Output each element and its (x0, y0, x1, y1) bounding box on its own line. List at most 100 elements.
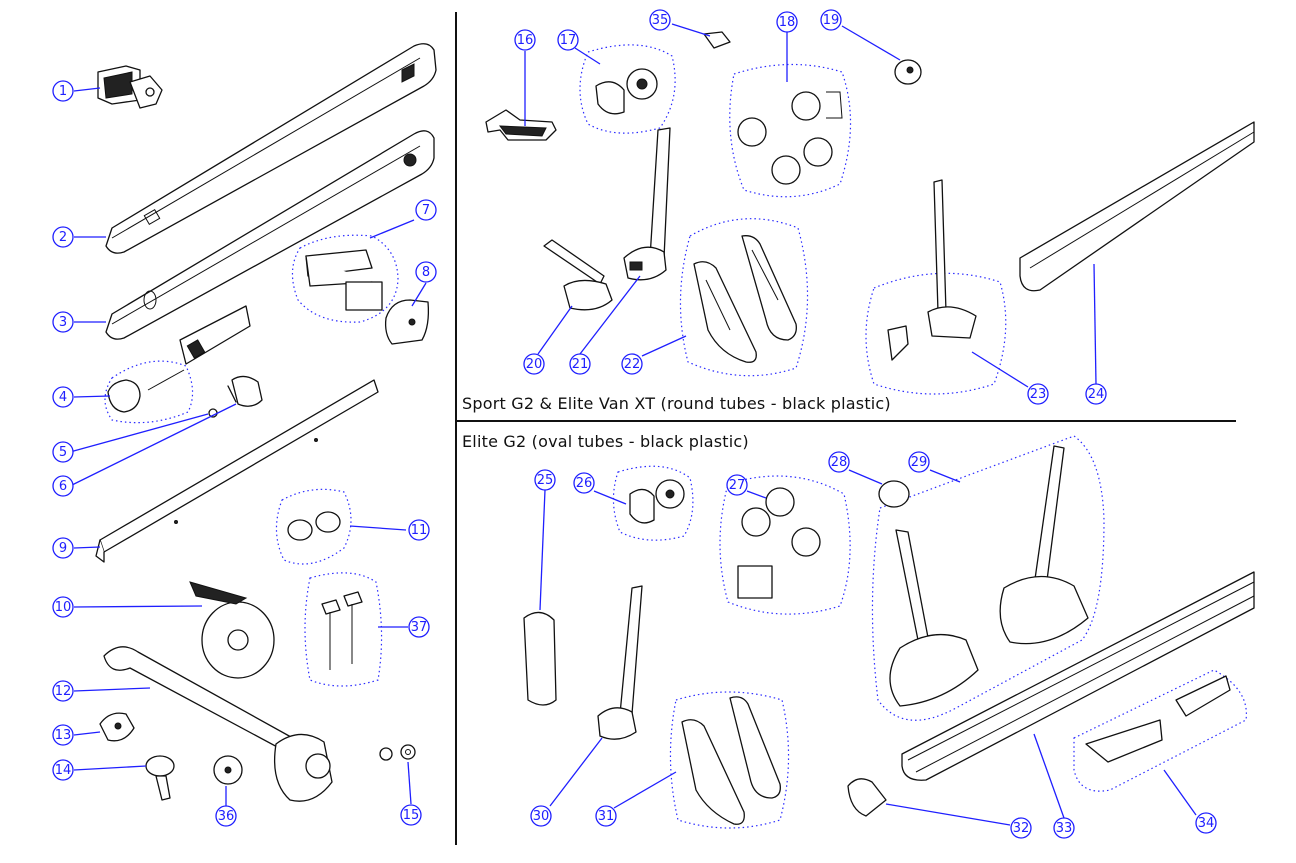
callout-7: 7 (415, 199, 437, 221)
callout-13: 13 (52, 724, 74, 746)
callout-32: 32 (1010, 817, 1032, 839)
part-19-collar (894, 59, 922, 85)
callout-35: 35 (649, 9, 671, 31)
callout-circle (820, 9, 842, 31)
callout-number: 13 (55, 728, 72, 743)
callout-number: 28 (831, 455, 848, 470)
callout-3: 3 (52, 311, 74, 333)
part-29-upright-arms (889, 445, 1089, 707)
outline-7 (291, 234, 399, 323)
callout-24: 24 (1085, 383, 1107, 405)
part-20-arm-base (543, 239, 613, 311)
callout-20: 20 (523, 353, 545, 375)
callout-5: 5 (52, 441, 74, 463)
callout-circle (621, 353, 643, 375)
part-26-gear-pair (629, 479, 685, 524)
callout-29: 29 (908, 451, 930, 473)
callout-number: 6 (59, 479, 67, 494)
part-16-bracket (485, 109, 557, 141)
callout-circle (52, 441, 74, 463)
callout-circle (776, 11, 798, 33)
callout-circle (534, 469, 556, 491)
callout-number: 27 (729, 478, 746, 493)
part-22-ratchet-straps (693, 235, 797, 363)
callout-22: 22 (621, 353, 643, 375)
callout-11: 11 (408, 519, 430, 541)
callout-circle (400, 804, 422, 826)
callout-37: 37 (408, 616, 430, 638)
callout-number: 17 (560, 33, 577, 48)
part-23-upright-arm (887, 179, 977, 361)
callout-14: 14 (52, 759, 74, 781)
callout-circle (908, 451, 930, 473)
callout-number: 11 (411, 523, 428, 538)
callout-circle (514, 29, 536, 51)
part-10-tape-roll (189, 581, 275, 679)
callout-27: 27 (726, 474, 748, 496)
callout-28: 28 (828, 451, 850, 473)
callout-circle (530, 805, 552, 827)
callout-circle (52, 724, 74, 746)
callout-number: 35 (652, 13, 669, 28)
callout-circle (557, 29, 579, 51)
callout-circle (415, 199, 437, 221)
part-9-angle-rail (95, 379, 379, 563)
callout-circle (52, 311, 74, 333)
part-14-key (145, 755, 175, 801)
callout-26: 26 (573, 472, 595, 494)
callout-number: 9 (59, 541, 67, 556)
outline-37 (304, 572, 383, 687)
callout-circle (52, 386, 74, 408)
part-32-end-cap (847, 778, 887, 817)
part-6-sleeve (227, 375, 263, 407)
callout-circle (52, 475, 74, 497)
callout-23: 23 (1027, 383, 1049, 405)
outline-4 (104, 360, 194, 424)
callout-circle (408, 616, 430, 638)
callout-number: 8 (422, 265, 430, 280)
part-35-clip (703, 31, 731, 49)
part-8-clamp-block (384, 299, 430, 345)
part-37-bolts (321, 591, 363, 670)
callout-number: 23 (1030, 387, 1047, 402)
callout-number: 33 (1056, 821, 1073, 836)
callout-17: 17 (557, 29, 579, 51)
callout-circle (415, 261, 437, 283)
callout-number: 3 (59, 315, 67, 330)
part-3-load-bar (105, 130, 435, 340)
outline-17 (579, 44, 676, 134)
callout-6: 6 (52, 475, 74, 497)
callout-18: 18 (776, 11, 798, 33)
callout-number: 22 (624, 357, 641, 372)
leader-lines (69, 23, 1197, 826)
part-21-upright-arm (623, 127, 671, 281)
callout-36: 36 (215, 805, 237, 827)
callout-30: 30 (530, 805, 552, 827)
part-28-collar (878, 480, 910, 508)
part-18-tube-fittings (737, 91, 843, 185)
callout-number: 4 (59, 390, 67, 405)
outline-31 (669, 691, 790, 829)
callout-circle (1053, 817, 1075, 839)
callout-number: 36 (218, 809, 235, 824)
callout-number: 21 (572, 357, 589, 372)
callout-8: 8 (415, 261, 437, 283)
part-31-ratchet-straps (681, 696, 781, 825)
part-25-ratchet-tooth (523, 611, 557, 706)
callout-number: 32 (1013, 821, 1030, 836)
callout-circle (828, 451, 850, 473)
callout-number: 12 (55, 684, 72, 699)
callout-number: 34 (1198, 816, 1215, 831)
callout-number: 24 (1088, 387, 1105, 402)
callout-circle (408, 519, 430, 541)
part-1-end-cap-clip (97, 65, 163, 109)
callout-number: 15 (403, 808, 420, 823)
callout-circle (1010, 817, 1032, 839)
callout-number: 26 (576, 476, 593, 491)
callout-circle (1085, 383, 1107, 405)
outline-22 (679, 218, 809, 377)
part-7-pad-set (305, 249, 383, 311)
callout-number: 20 (526, 357, 543, 372)
callout-circle (573, 472, 595, 494)
